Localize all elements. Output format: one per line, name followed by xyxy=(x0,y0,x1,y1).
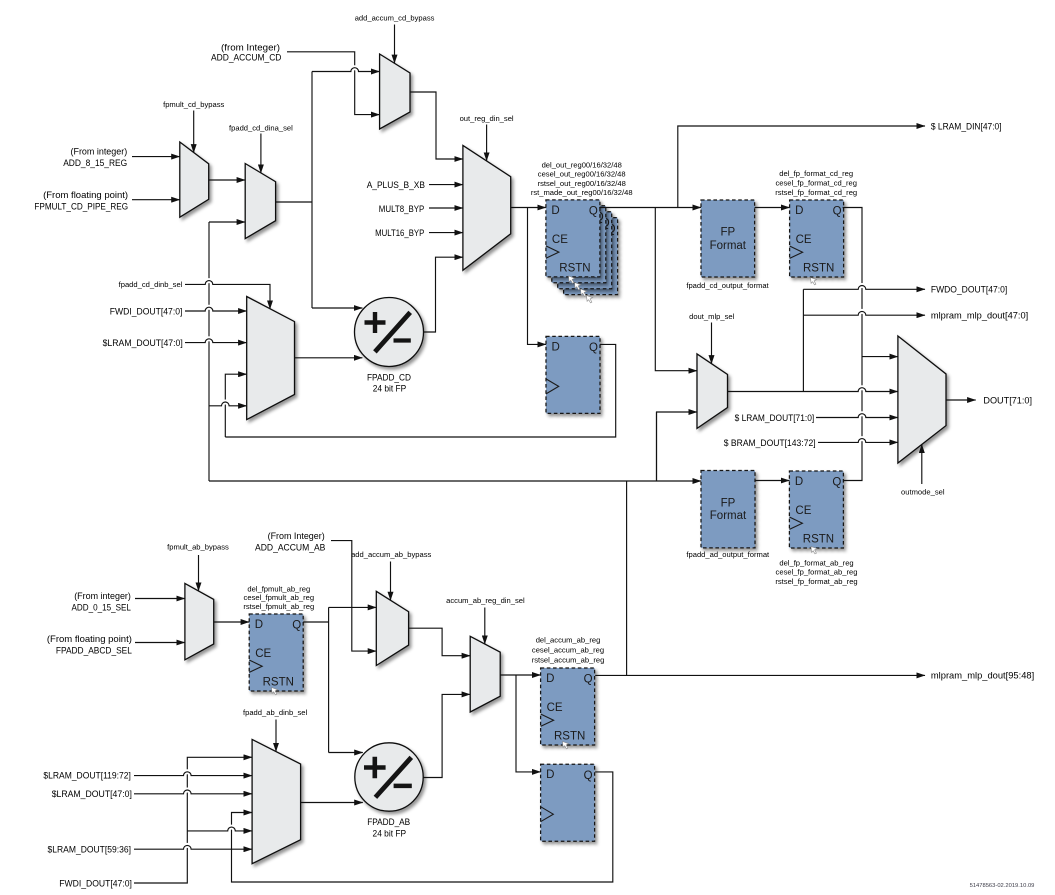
svg-text:ADD_8_15_REG: ADD_8_15_REG xyxy=(63,157,127,168)
svg-text:$LRAM_DOUT[59:36]: $LRAM_DOUT[59:36] xyxy=(48,844,132,855)
svg-text:FWDO_DOUT[47:0]: FWDO_DOUT[47:0] xyxy=(931,284,1007,295)
svg-text:FPADD_AB: FPADD_AB xyxy=(367,816,410,827)
svg-text:FPMULT_CD_PIPE_REG: FPMULT_CD_PIPE_REG xyxy=(34,201,128,212)
svg-text:ADD_ACCUM_AB: ADD_ACCUM_AB xyxy=(255,542,325,553)
svg-text:$LRAM_DOUT[47:0]: $LRAM_DOUT[47:0] xyxy=(103,337,183,348)
svg-text:fpadd_ad_output_format: fpadd_ad_output_format xyxy=(686,550,770,559)
svg-text:dout_mlp_sel: dout_mlp_sel xyxy=(689,312,734,321)
svg-text:cesel_fp_format_cd_reg: cesel_fp_format_cd_reg xyxy=(775,178,856,187)
svg-text:fpadd_cd_output_format: fpadd_cd_output_format xyxy=(686,281,769,290)
svg-text:del_fp_format_cd_reg: del_fp_format_cd_reg xyxy=(779,169,853,178)
svg-text:(From integer): (From integer) xyxy=(71,146,128,157)
svg-text:$LRAM_DOUT[119:72]: $LRAM_DOUT[119:72] xyxy=(43,769,131,780)
svg-text:add_accum_cd_bypass: add_accum_cd_bypass xyxy=(355,13,435,22)
svg-text:cesel_accum_ab_reg: cesel_accum_ab_reg xyxy=(532,646,604,655)
svg-text:24 bit FP: 24 bit FP xyxy=(373,828,407,839)
svg-text:(From Integer): (From Integer) xyxy=(268,530,325,541)
svg-text:cesel_fpmult_ab_reg: cesel_fpmult_ab_reg xyxy=(244,593,315,602)
svg-text:$ LRAM_DIN[47:0]: $ LRAM_DIN[47:0] xyxy=(931,120,1002,131)
svg-text:rstsel_accum_ab_reg: rstsel_accum_ab_reg xyxy=(532,655,605,664)
svg-text:fpadd_ab_dinb_sel: fpadd_ab_dinb_sel xyxy=(243,708,307,717)
svg-text:ADD_ACCUM_CD: ADD_ACCUM_CD xyxy=(211,52,282,63)
svg-text:$ BRAM_DOUT[143:72]: $ BRAM_DOUT[143:72] xyxy=(724,437,816,448)
svg-text:FP: FP xyxy=(720,227,735,239)
svg-text:del_fpmult_ab_reg: del_fpmult_ab_reg xyxy=(247,585,310,594)
svg-text:fpadd_cd_dina_sel: fpadd_cd_dina_sel xyxy=(229,123,293,132)
svg-text:mlpram_mlp_dout[95:48]: mlpram_mlp_dout[95:48] xyxy=(931,670,1034,681)
svg-text:add_accum_ab_bypass: add_accum_ab_bypass xyxy=(351,550,431,559)
svg-text:mlpram_mlp_dout[47:0]: mlpram_mlp_dout[47:0] xyxy=(931,310,1028,321)
svg-text:(from Integer): (from Integer) xyxy=(221,42,280,53)
svg-text:rstsel_out_reg00/16/32/48: rstsel_out_reg00/16/32/48 xyxy=(538,179,626,188)
svg-text:$LRAM_DOUT[47:0]: $LRAM_DOUT[47:0] xyxy=(52,788,132,799)
svg-text:accum_ab_reg_din_sel: accum_ab_reg_din_sel xyxy=(446,596,525,605)
svg-text:$ LRAM_DOUT[71:0]: $ LRAM_DOUT[71:0] xyxy=(735,412,815,423)
svg-text:FP: FP xyxy=(721,498,736,510)
svg-text:DOUT[71:0]: DOUT[71:0] xyxy=(983,394,1032,405)
svg-text:24 bit FP: 24 bit FP xyxy=(373,383,407,394)
svg-text:del_fp_format_ab_reg: del_fp_format_ab_reg xyxy=(779,558,853,567)
svg-text:cesel_out_reg00/16/32/48: cesel_out_reg00/16/32/48 xyxy=(538,169,626,178)
svg-text:fpadd_cd_dinb_sel: fpadd_cd_dinb_sel xyxy=(119,280,183,289)
svg-text:(From floating point): (From floating point) xyxy=(43,189,128,200)
svg-text:MULT16_BYP: MULT16_BYP xyxy=(375,227,424,238)
svg-text:A_PLUS_B_XB: A_PLUS_B_XB xyxy=(367,179,425,190)
svg-text:fpmult_cd_bypass: fpmult_cd_bypass xyxy=(163,100,224,109)
svg-text:del_accum_ab_reg: del_accum_ab_reg xyxy=(536,636,601,645)
svg-text:rst_made_out_reg00/16/32/48: rst_made_out_reg00/16/32/48 xyxy=(531,188,633,197)
svg-text:fpmult_ab_bypass: fpmult_ab_bypass xyxy=(167,543,229,552)
svg-text:FWDI_DOUT[47:0]: FWDI_DOUT[47:0] xyxy=(59,877,132,888)
svg-text:cesel_fp_format_ab_reg: cesel_fp_format_ab_reg xyxy=(776,568,858,577)
svg-text:FPADD_ABCD_SEL: FPADD_ABCD_SEL xyxy=(56,644,132,655)
svg-text:FWDI_DOUT[47:0]: FWDI_DOUT[47:0] xyxy=(110,305,183,316)
svg-text:outmode_sel: outmode_sel xyxy=(901,487,945,496)
svg-text:rstsel_fp_format_ab_reg: rstsel_fp_format_ab_reg xyxy=(775,577,857,586)
svg-text:(From integer): (From integer) xyxy=(74,590,131,601)
svg-text:out_reg_din_sel: out_reg_din_sel xyxy=(460,114,514,123)
svg-text:(From floating point): (From floating point) xyxy=(47,633,132,644)
svg-text:Format: Format xyxy=(710,240,747,252)
svg-text:51478563-02.2019.10.09: 51478563-02.2019.10.09 xyxy=(970,883,1035,889)
svg-text:FPADD_CD: FPADD_CD xyxy=(367,372,411,383)
svg-text:MULT8_BYP: MULT8_BYP xyxy=(379,203,425,214)
svg-text:rstsel_fpmult_ab_reg: rstsel_fpmult_ab_reg xyxy=(243,602,314,611)
svg-text:Format: Format xyxy=(710,510,747,522)
svg-text:del_out_reg00/16/32/48: del_out_reg00/16/32/48 xyxy=(542,161,622,170)
svg-text:rstsel_fp_format_cd_reg: rstsel_fp_format_cd_reg xyxy=(775,188,857,197)
svg-text:ADD_0_15_SEL: ADD_0_15_SEL xyxy=(72,601,131,612)
